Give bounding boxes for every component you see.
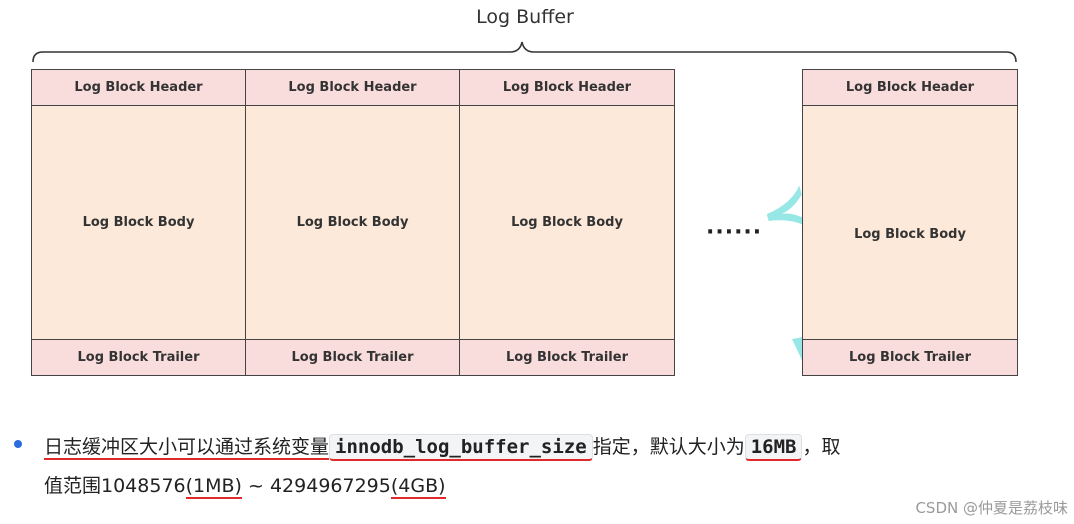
- log-block-trailer: Log Block Trailer: [32, 339, 245, 375]
- log-block-last: Log Block Header Log Block Body Log Bloc…: [802, 69, 1018, 376]
- log-block-body: Log Block Body: [511, 215, 623, 230]
- note-text-5: ~ 4294967295: [241, 475, 391, 497]
- default-size: 16MB: [744, 434, 803, 461]
- note-text-4: 值范围1048576: [44, 475, 186, 497]
- log-block-1: Log Block Header Log Block Body Log Bloc…: [31, 69, 246, 376]
- min-size-label: (1MB): [185, 475, 242, 499]
- log-block-body: Log Block Body: [854, 227, 966, 242]
- variable-name: innodb_log_buffer_size: [329, 434, 593, 461]
- log-block-header: Log Block Header: [803, 70, 1017, 106]
- log-block-3: Log Block Header Log Block Body Log Bloc…: [459, 69, 675, 376]
- ellipsis: ······: [706, 220, 763, 245]
- log-block-header: Log Block Header: [246, 70, 459, 106]
- note-text-1: 日志缓冲区大小可以通过系统变量: [44, 436, 330, 460]
- log-block-body: Log Block Body: [82, 215, 195, 230]
- log-buffer-brace: [32, 41, 1017, 63]
- log-block-trailer: Log Block Trailer: [803, 339, 1017, 375]
- bullet-dot: [14, 440, 22, 448]
- max-size-label: (4GB): [390, 475, 446, 499]
- log-block-body: Log Block Body: [296, 215, 409, 230]
- log-block-trailer: Log Block Trailer: [460, 339, 674, 375]
- csdn-credit: CSDN @仲夏是荔枝味: [915, 499, 1068, 517]
- log-block-trailer: Log Block Trailer: [246, 339, 459, 375]
- log-buffer-title: Log Buffer: [476, 6, 574, 28]
- note-text-3: ，取: [802, 436, 841, 458]
- note-text-2: 指定，默认大小为: [592, 436, 745, 458]
- log-block-header: Log Block Header: [32, 70, 245, 106]
- log-block-2: Log Block Header Log Block Body Log Bloc…: [245, 69, 460, 376]
- log-block-header: Log Block Header: [460, 70, 674, 106]
